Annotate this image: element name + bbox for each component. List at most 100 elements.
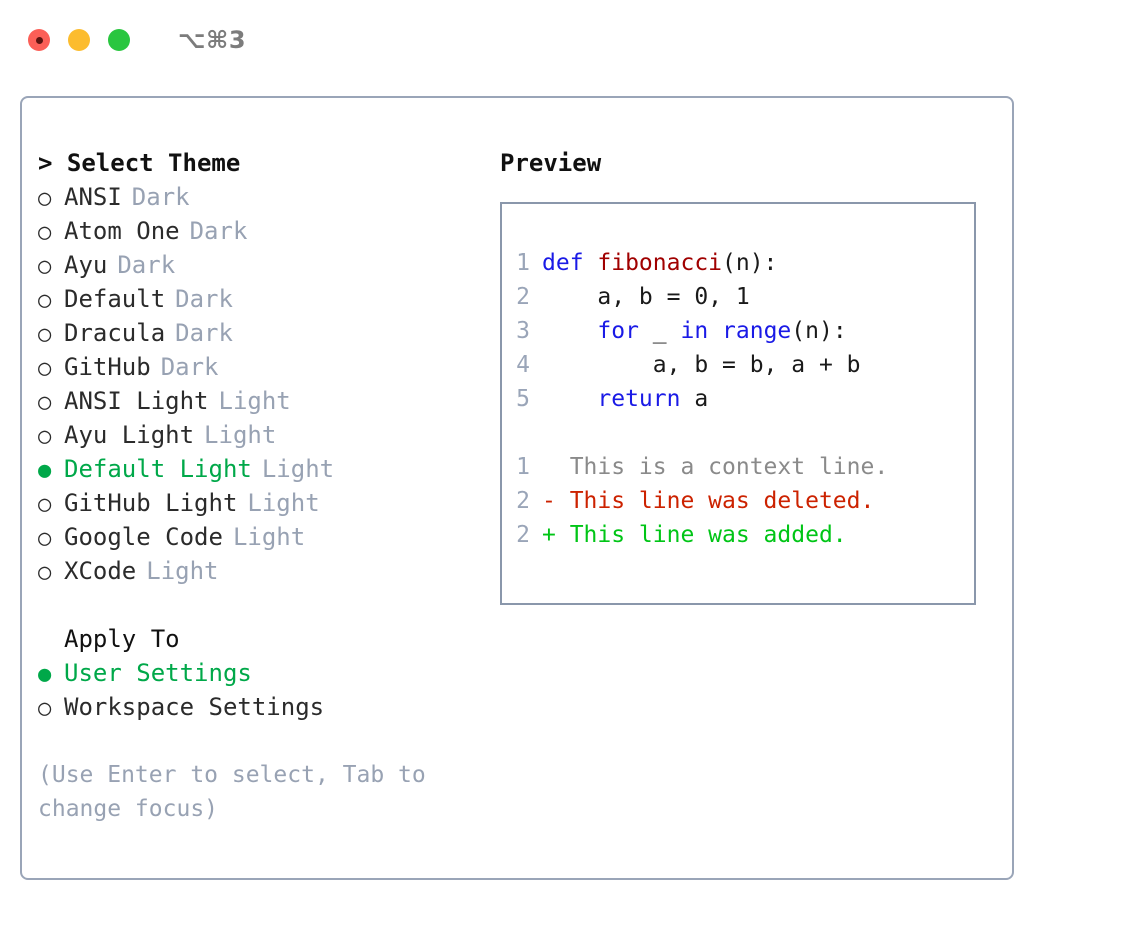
radio-unselected-icon: ○ <box>38 560 52 585</box>
code-line-text: return a <box>542 382 708 416</box>
title-bar: ⌥⌘3 <box>0 0 1140 80</box>
theme-option-label: XCode <box>64 557 137 585</box>
theme-option-variant: Dark <box>117 251 176 279</box>
section-spacer <box>38 588 488 622</box>
theme-option-variant: Dark <box>175 285 233 313</box>
theme-option-default-light[interactable]: ● Default Light Light <box>38 452 488 486</box>
theme-option-variant: Light <box>218 387 291 415</box>
preview-title: Preview <box>500 149 602 177</box>
code-line-number: 3 <box>516 318 530 344</box>
code-token-plain: a, b = 0, 1 <box>542 284 750 310</box>
code-token-plain: _ <box>638 318 681 344</box>
radio-unselected-icon: ○ <box>38 288 52 313</box>
code-token-plain: a, b = b, a + b <box>542 352 861 378</box>
theme-option-label: Default Light <box>64 455 252 483</box>
radio-unselected-icon: ○ <box>38 424 52 449</box>
theme-option-label: Google Code <box>64 523 223 551</box>
radio-unselected-icon: ○ <box>38 322 52 347</box>
diff-line-text-ctx: This is a context line. <box>542 454 889 480</box>
code-token-kw: return <box>597 386 681 412</box>
theme-option-variant: Light <box>232 523 306 551</box>
code-line-number: 5 <box>516 386 530 412</box>
apply-to-option-user-settings[interactable]: ●User Settings <box>38 656 488 690</box>
code-diff-spacer <box>502 416 974 450</box>
radio-unselected-icon: ○ <box>38 186 52 211</box>
theme-option-variant: Light <box>204 421 277 449</box>
diff-sample: 1 This is a context line. 2 - This line wa… <box>502 450 974 552</box>
code-line-text: a, b = 0, 1 <box>542 280 750 314</box>
radio-unselected-icon: ○ <box>38 356 52 381</box>
theme-option-label: Atom One <box>64 217 180 245</box>
code-token-plain <box>542 386 597 412</box>
diff-line-number: 2 <box>516 488 530 514</box>
theme-option-variant: Dark <box>160 353 219 381</box>
theme-option-ansi-light[interactable]: ○ ANSI Light Light <box>38 384 488 418</box>
radio-unselected-icon: ○ <box>38 696 52 721</box>
keyboard-hint-text: (Use Enter to select, Tab to change focu… <box>38 762 426 822</box>
radio-unselected-icon: ○ <box>38 390 52 415</box>
code-token-kw: def <box>542 250 598 276</box>
diff-line-text-del: - This line was deleted. <box>542 488 875 514</box>
theme-option-variant: Dark <box>189 217 248 245</box>
theme-option-default[interactable]: ○ Default Dark <box>38 282 488 316</box>
apply-to-list: ●User Settings ○ Workspace Settings <box>38 656 488 724</box>
radio-unselected-icon: ○ <box>38 492 52 517</box>
radio-selected-icon: ● <box>38 458 52 483</box>
code-line: 5 return a <box>502 382 974 416</box>
code-line-number: 1 <box>516 250 530 276</box>
code-line: 3 for _ in range(n): <box>502 314 974 348</box>
theme-option-github[interactable]: ○ GitHub Dark <box>38 350 488 384</box>
radio-unselected-icon: ○ <box>38 254 52 279</box>
code-token-kw: in <box>680 318 709 344</box>
close-button-icon[interactable] <box>28 29 50 51</box>
diff-line: 2+ This line was added. <box>502 518 974 552</box>
code-line: 1 def fibonacci(n): <box>502 246 974 280</box>
theme-option-label: GitHub <box>64 353 151 381</box>
maximize-button-icon[interactable] <box>108 29 130 51</box>
apply-to-title: Apply To <box>64 625 180 653</box>
select-theme-heading: > Select Theme <box>38 146 488 180</box>
theme-option-label: Ayu Light <box>64 421 195 449</box>
minimize-button-icon[interactable] <box>68 29 90 51</box>
theme-option-variant: Light <box>247 489 320 517</box>
theme-option-variant: Light <box>261 455 335 483</box>
code-line-text: a, b = b, a + b <box>542 348 861 382</box>
prompt-caret-icon: > <box>38 149 53 177</box>
apply-to-option-label: Workspace Settings <box>64 693 325 721</box>
diff-line: 2 - This line was deleted. <box>502 484 974 518</box>
radio-unselected-icon: ○ <box>38 526 52 551</box>
diff-line: 1 This is a context line. <box>502 450 974 484</box>
theme-option-label: ANSI <box>64 183 122 211</box>
theme-option-ayu-light[interactable]: ○ Ayu Light Light <box>38 418 488 452</box>
theme-option-xcode[interactable]: ○ XCode Light <box>38 554 488 588</box>
code-token-plain <box>542 318 597 344</box>
diff-line-number: 1 <box>516 454 530 480</box>
theme-option-variant: Light <box>146 557 219 585</box>
code-token-plain: (n): <box>791 318 847 344</box>
theme-option-label: Default <box>64 285 166 313</box>
diff-line-number: 2 <box>516 522 530 548</box>
code-token-kw: range <box>722 318 792 344</box>
apply-to-option-label: User Settings <box>64 659 252 687</box>
code-line-text: def fibonacci(n): <box>542 246 777 280</box>
apply-to-option-workspace-settings[interactable]: ○ Workspace Settings <box>38 690 488 724</box>
code-token-plain: a <box>680 386 709 412</box>
code-line-text: for _ in range(n): <box>542 314 847 348</box>
traffic-lights <box>28 29 130 51</box>
keyboard-shortcut-label: ⌥⌘3 <box>178 26 247 54</box>
theme-option-google-code[interactable]: ○ Google Code Light <box>38 520 488 554</box>
code-line: 2 a, b = 0, 1 <box>502 280 974 314</box>
theme-option-label: ANSI Light <box>64 387 209 415</box>
code-line: 4 a, b = b, a + b <box>502 348 974 382</box>
